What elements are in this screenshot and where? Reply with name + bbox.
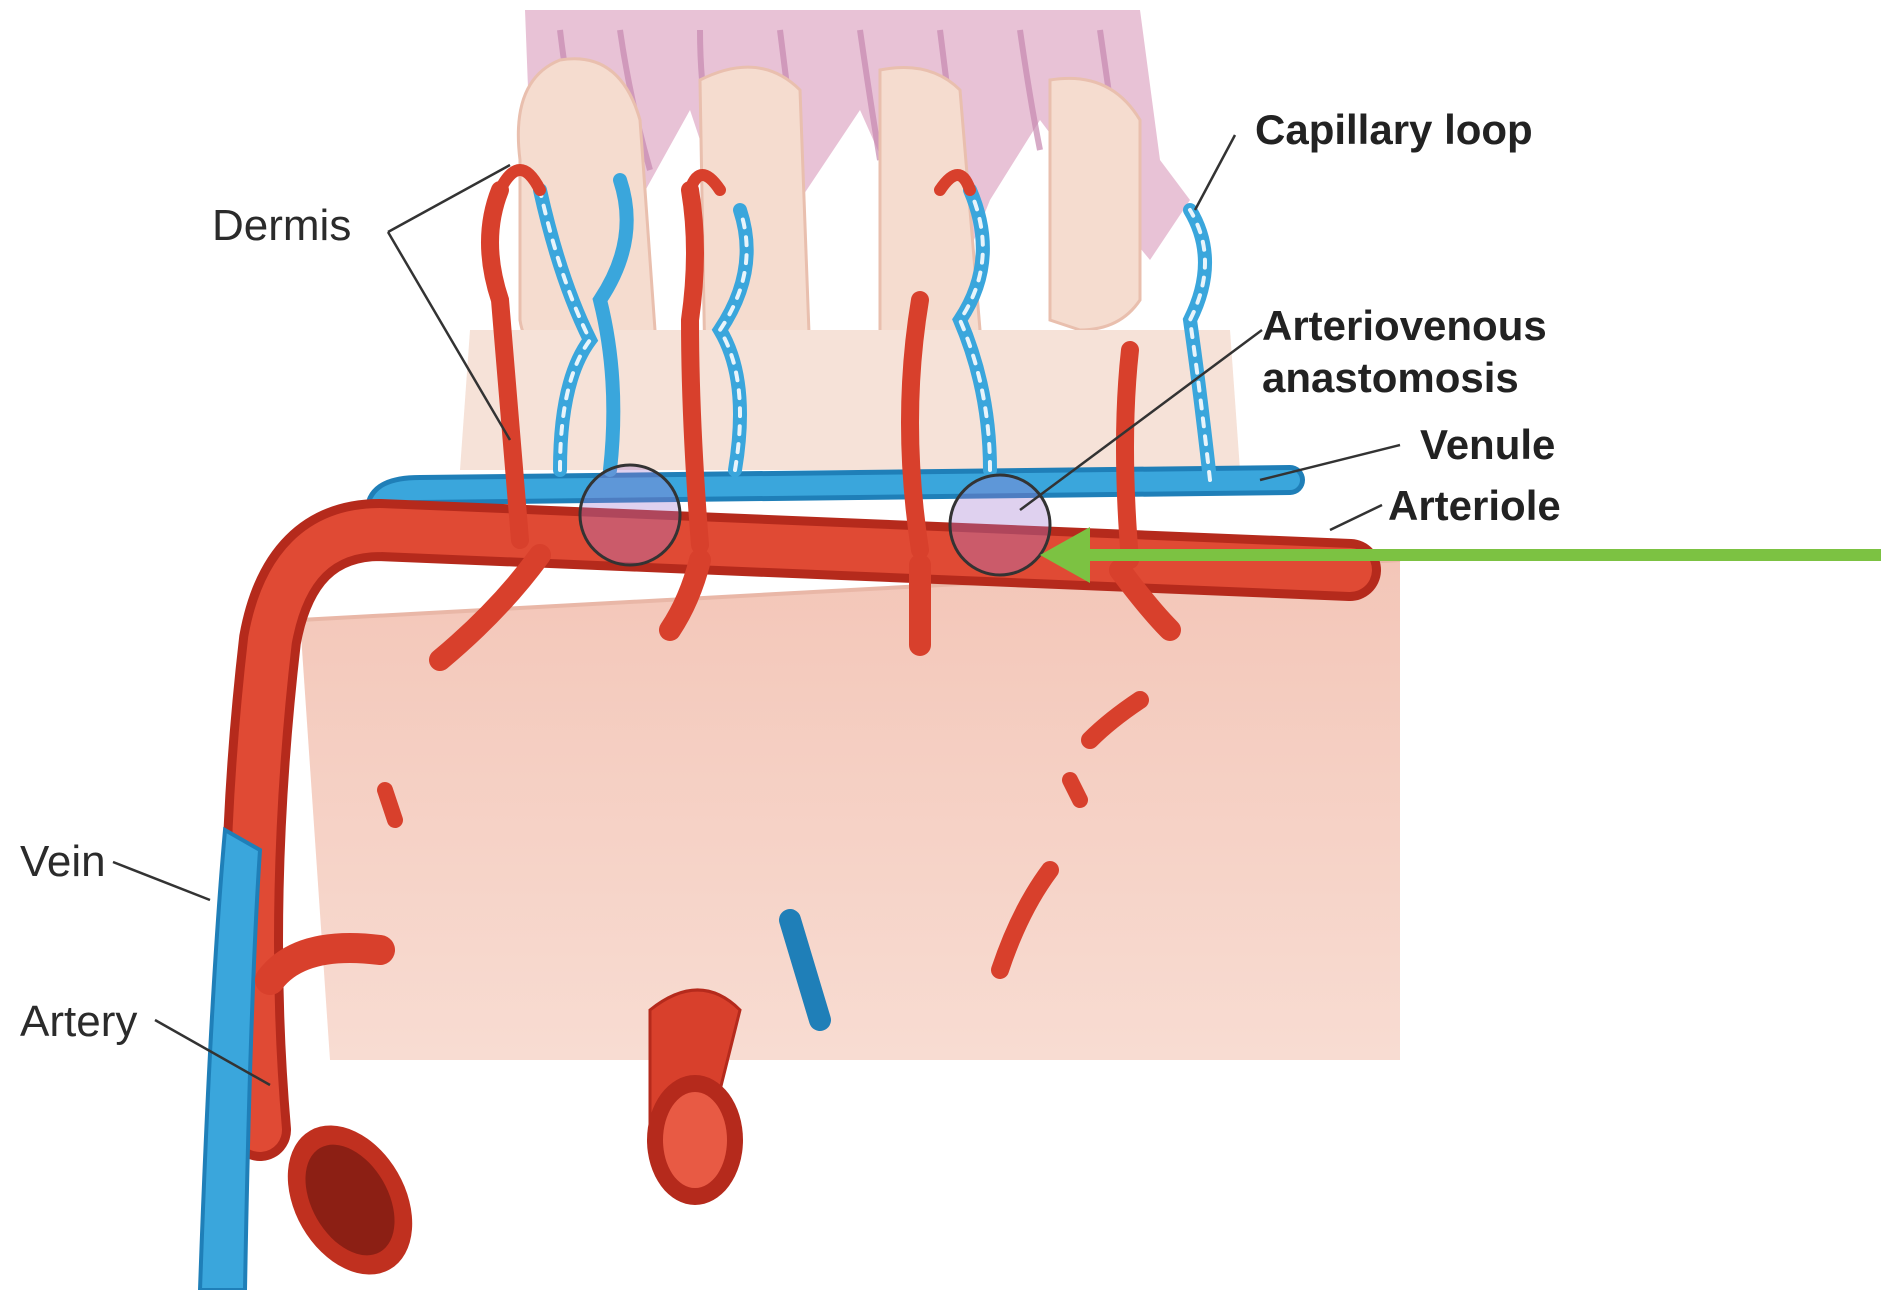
label-capillary-loop: Capillary loop	[1255, 107, 1533, 153]
label-dermis: Dermis	[212, 202, 351, 250]
label-anastomosis: anastomosis	[1262, 355, 1519, 401]
label-venule: Venule	[1420, 422, 1555, 468]
label-arteriovenous: Arteriovenous	[1262, 303, 1547, 349]
label-vein: Vein	[20, 838, 106, 886]
label-artery: Artery	[20, 998, 137, 1046]
label-arteriole: Arteriole	[1388, 483, 1561, 529]
